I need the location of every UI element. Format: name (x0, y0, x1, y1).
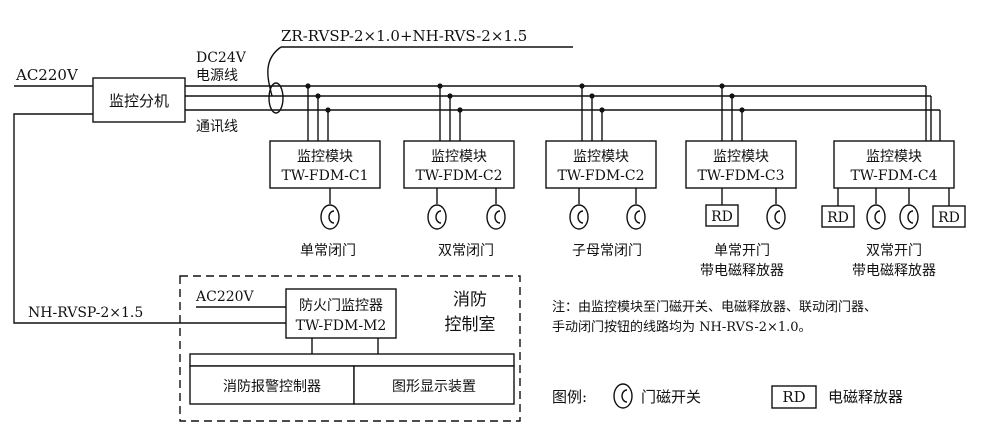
fire-door-monitor-name: 防火门监控器 (299, 298, 383, 314)
module-box (545, 140, 657, 189)
note-line-2: 手动闭门按钮的线路均为 NH-RVS-2×1.0。 (552, 319, 812, 335)
door-switch-icon (866, 204, 886, 230)
fire-door-monitor-model: TW-FDM-M2 (296, 318, 387, 334)
fire-control-room-boundary (179, 275, 521, 422)
legend-door-switch-icon (613, 383, 633, 409)
caption-single-closed: 单常闭门 (300, 243, 356, 259)
bus-drops (305, 83, 941, 141)
main-unit-box (92, 77, 186, 123)
module-box (269, 140, 381, 189)
legend-rd-text: RD (782, 388, 805, 406)
module-name: 监控模块 (431, 149, 487, 165)
rd-box (821, 205, 855, 228)
display-device-label: 图形显示装置 (392, 379, 476, 395)
dc24v-label: DC24V (196, 50, 247, 66)
module-model: TW-FDM-C4 (850, 168, 937, 184)
door-switches (320, 204, 919, 230)
fire-control-room-title-1: 消防 (453, 290, 487, 310)
display-device-box (353, 365, 515, 405)
alarm-controller-label: 消防报警控制器 (223, 379, 321, 395)
module-box (685, 140, 797, 189)
module-model: TW-FDM-C1 (281, 168, 368, 184)
module-name: 监控模块 (573, 149, 629, 165)
door-switch-icon (626, 204, 646, 230)
door-switch-icon (569, 204, 589, 230)
caption-single-open-release: 带电磁释放器 (700, 263, 784, 279)
main-unit-label: 监控分机 (109, 92, 169, 110)
nh-rvsp-label: NH-RVSP-2×1.5 (28, 305, 143, 321)
module-name: 监控模块 (713, 149, 769, 165)
module-1: 监控模块 TW-FDM-C1 (269, 140, 381, 189)
module-name: 监控模块 (866, 149, 922, 165)
rd-release-m5a: RD (821, 205, 855, 228)
caption-double-open: 双常开门 (866, 243, 922, 259)
caption-double-closed: 双常闭门 (438, 243, 494, 259)
module-model: TW-FDM-C2 (415, 168, 502, 184)
rd-label: RD (827, 210, 849, 226)
module-box (833, 140, 955, 189)
door-switch-icon (486, 204, 506, 230)
module-name: 监控模块 (297, 149, 353, 165)
legend-door-switch-label: 门磁开关 (641, 388, 701, 406)
module-2: 监控模块 TW-FDM-C2 (403, 140, 515, 189)
door-switch-icon (899, 204, 919, 230)
fire-control-room-title-2: 控制室 (445, 315, 496, 335)
alarm-controller-box (189, 365, 355, 405)
module-model: TW-FDM-C3 (697, 168, 784, 184)
fire-door-monitor-box (285, 288, 397, 339)
module-box (403, 140, 515, 189)
legend-release-label: 电磁释放器 (828, 388, 903, 406)
nh-rvsp-feed-line (13, 113, 286, 324)
legend-title: 图例: (552, 388, 587, 406)
module-model: TW-FDM-C2 (557, 168, 644, 184)
power-line-label: 电源线 (196, 68, 238, 84)
door-switch-icon (320, 204, 340, 230)
caption-mother-child-closed: 子母常闭门 (572, 243, 642, 259)
cable-spec-leader (267, 46, 282, 97)
module-4: 监控模块 TW-FDM-C3 (685, 140, 797, 189)
module-5: 监控模块 TW-FDM-C4 (833, 140, 955, 189)
caption-double-open-release: 带电磁释放器 (852, 263, 936, 279)
rd-release-m4: RD (705, 204, 739, 227)
comm-line-label: 通讯线 (196, 119, 238, 135)
rd-release-m5b: RD (932, 205, 966, 228)
ac220v-room-label: AC220V (195, 289, 255, 305)
device-rail (189, 353, 515, 367)
door-switch-icon (427, 204, 447, 230)
door-switch-icon (766, 204, 786, 230)
rd-box (932, 205, 966, 228)
legend-rd-box (771, 385, 817, 409)
rd-label: RD (938, 210, 960, 226)
cable-spec-label: ZR-RVSP-2×1.0+NH-RVS-2×1.5 (281, 27, 527, 45)
rd-box (705, 204, 739, 227)
device-wires (329, 188, 950, 206)
ac220v-input-label: AC220V (15, 66, 79, 84)
cable-bundle-ellipse (268, 82, 284, 114)
note-line-1: 注：由监控模块至门磁开关、电磁释放器、联动闭门器、 (552, 300, 877, 315)
module-3: 监控模块 TW-FDM-C2 (545, 140, 657, 189)
caption-single-open: 单常开门 (714, 243, 770, 259)
rd-label: RD (711, 209, 733, 225)
